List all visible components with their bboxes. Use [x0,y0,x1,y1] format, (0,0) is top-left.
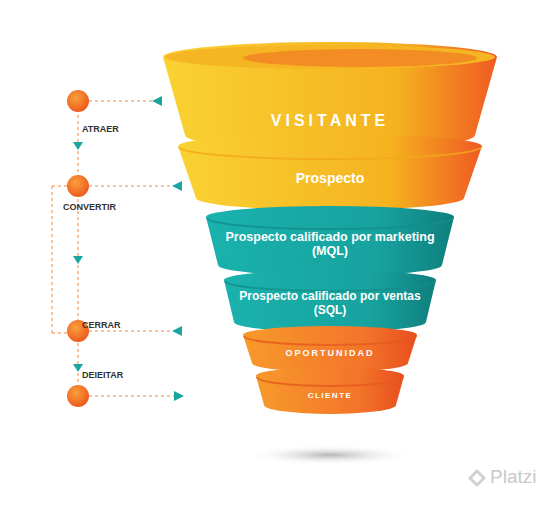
funnel-opening-shade [243,49,477,67]
stage-name: CLIENTE [265,391,395,400]
stage-dots [67,90,89,407]
stage-name: Prospecto calificado por marketing (MQL) [225,230,435,259]
funnel-band: Prospecto calificado por ventas (SQL) [224,270,436,332]
stage-name: Prospecto calificado por ventas (SQL) [235,290,425,318]
funnel-band: Prospecto calificado por marketing (MQL) [206,206,454,276]
funnel-band: Prospecto [178,134,482,210]
stage-action: ATRAER [82,124,119,134]
band-body [163,42,497,150]
band-rim [207,218,453,229]
band-rim [244,336,416,345]
stage-name: OPORTUNIDAD [250,348,410,358]
arrow-heads [73,96,184,401]
watermark-icon [468,469,486,487]
band-rim [257,377,403,386]
watermark: Platzi [490,466,536,488]
funnel-band: OPORTUNIDAD [243,326,417,372]
funnel-shadow [245,445,415,465]
stage-name: Prospecto [210,170,450,186]
band-body [206,206,454,276]
dashed-leaders [52,101,174,396]
band-body [243,326,417,372]
band-shape [256,367,404,414]
stage-action: CONVERTIR [63,202,116,212]
band-body [224,270,436,332]
band-body [178,134,482,210]
funnel-band: VISITANTE [163,42,497,150]
band-shape [163,42,497,150]
stage-name: VISITANTE [200,112,460,130]
funnel-opening [165,45,495,69]
stage-action: DEIEITAR [82,370,123,380]
band-body [256,367,404,414]
stage-action: CERRAR [82,320,121,330]
band-rim [179,147,481,159]
funnel-band: CLIENTE [256,367,404,414]
